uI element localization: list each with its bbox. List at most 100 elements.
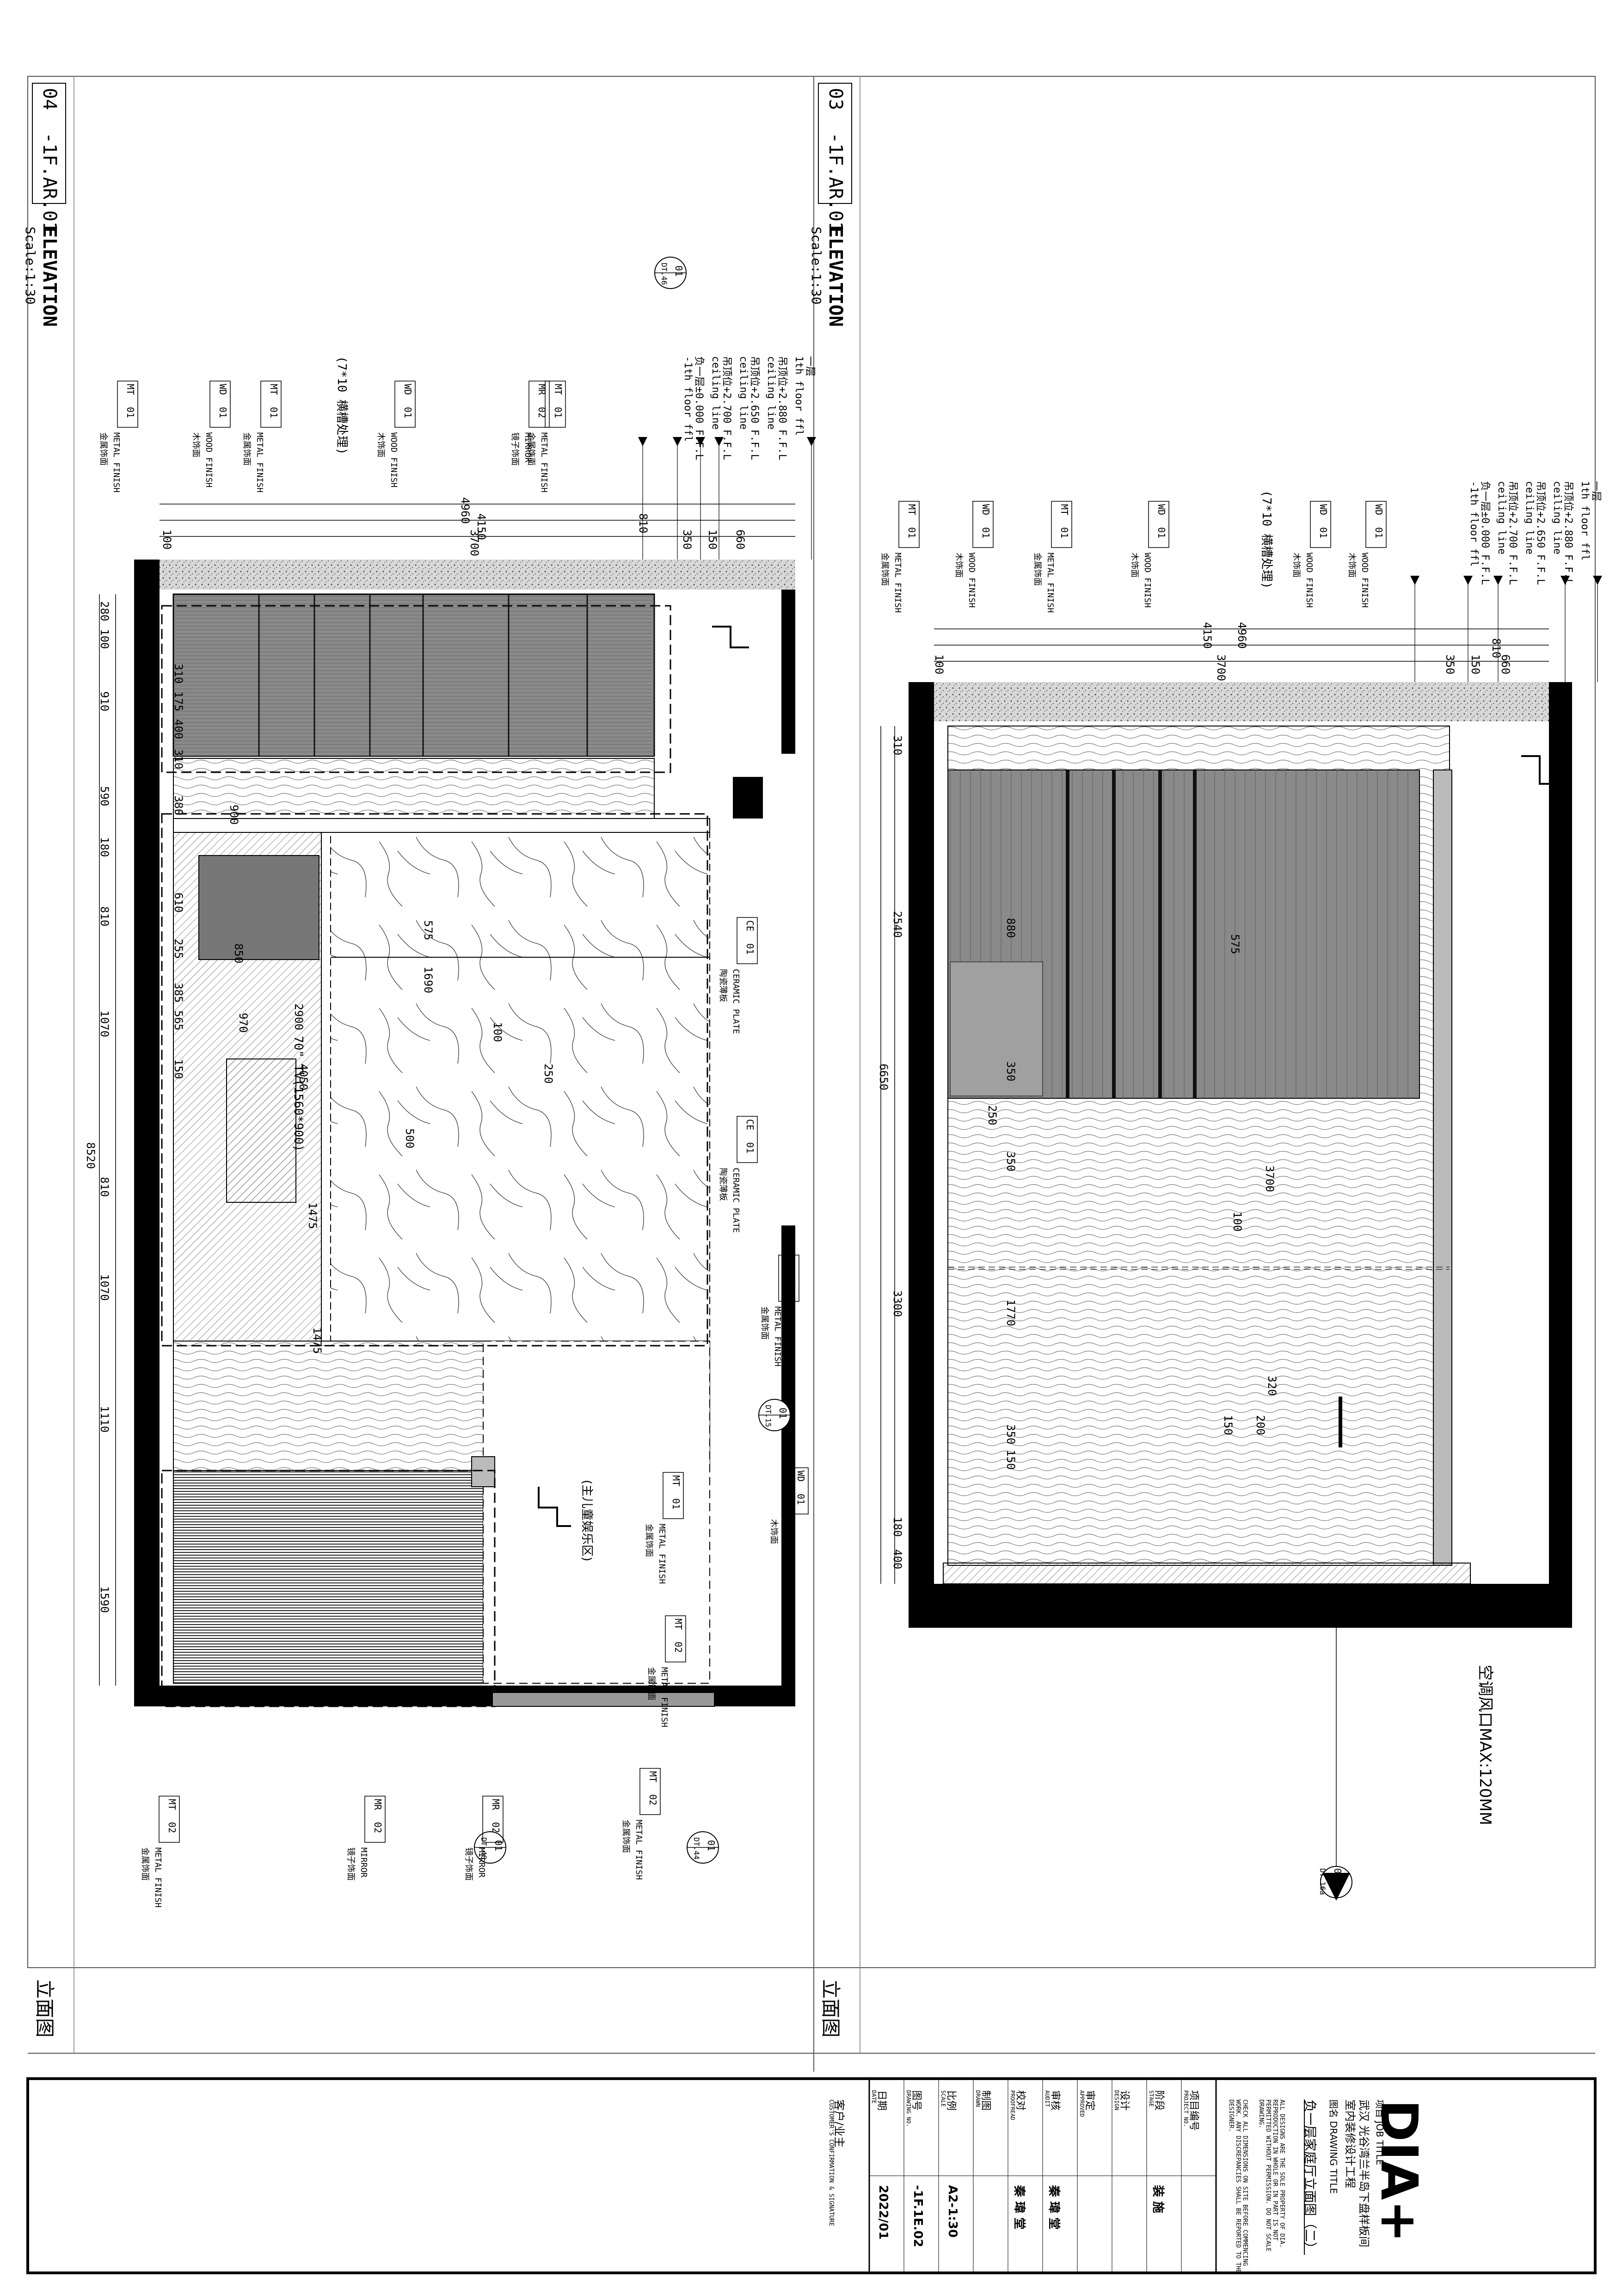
material-tag-en: METAL FINISH [773,1306,782,1367]
panel03-scale: Scale:1:30 [809,227,824,305]
material-tag-cn: 陶瓷薄板 [718,969,728,1002]
material-tag-num: 01 [1156,527,1167,539]
material-tag-box [665,1615,686,1662]
material-tag-code: MT [786,1258,797,1269]
material-tag-num: 02 [673,1642,684,1653]
p04-ceiling-step [712,626,749,648]
p04-top-dim: 810 [637,513,650,534]
p03-top-dim: 660 [1499,654,1512,675]
p04-inner-dim: 255 [172,939,185,959]
p04-top-dim: 100 [160,529,173,550]
drawing-label-cn: 图名 [1328,2099,1339,2118]
project-label-en: JOB TITLE [1374,2121,1385,2166]
level-label: -1th floor ffl [682,356,694,442]
material-tag-cn: 金属饰面 [140,1847,150,1881]
tb-field-label-en: APPROVED [1079,2090,1085,2117]
material-tag-en: METAL FINISH [657,1524,667,1584]
p03-side-dim: 3300 [891,1290,904,1317]
tb-field-label-en: AUDIT [1044,2090,1051,2107]
material-tag-code: WD [217,384,228,395]
p03-divider-bar [1193,770,1197,1098]
drawing-name: 负一层家庭厅立面图（二） [1303,2099,1318,2255]
panel04-ref: -1F.AR.01 [39,132,60,233]
p04-ceramic-panel [330,832,710,1342]
panel03-wood-note: (7*10 横槽处理) [1260,490,1273,589]
tb-field-label: 审核 [1049,2090,1061,2111]
p03-divider-bar [1158,770,1162,1098]
material-tag-code: CE [744,1119,756,1131]
p03-side-dim: 2540 [891,911,904,938]
panel04-tv-note: 70" TV(1560*900) [291,1036,305,1152]
p04-shelf [173,818,710,833]
material-tag-num: 02 [166,1822,178,1834]
tb-field-value: 装 施 [1151,2185,1165,2214]
client-label: 客户/业主 [833,2099,846,2148]
tb-field-label-en: SCALE [940,2090,946,2107]
p03-cabinet [950,961,1043,1096]
material-tag-en: METAL FINISH [893,553,903,613]
material-tag-num: 01 [125,407,136,419]
panel04-kids-note: (主儿童娱乐区) [580,1480,594,1562]
drawing-label: 图名 DRAWING TITLE [1327,2099,1341,2194]
material-tag-num: 02 [647,1794,658,1806]
p03-side-strip [1433,769,1452,1566]
disclaimer-1: ALL DESIGNS ARE THE SOLE PROPERTY OF DIA… [1258,2099,1285,2252]
p03-inner-dim: 1770 [1004,1299,1017,1326]
tb-field-label: 阶段 [1153,2090,1165,2111]
p04-callout-num: 01 [706,1840,717,1852]
p04-level-arrow [714,437,724,446]
project-subtitle: 室内装修设计工程 [1344,2099,1357,2188]
material-tag-code: WD [1156,504,1167,516]
material-tag-num: 01 [744,1142,756,1154]
p04-inner-dim: 100 [491,1022,504,1042]
material-tag-code: MT [553,384,564,395]
material-tag-cn: 镜子饰面 [346,1847,356,1881]
p04-callout-ref: DT.44 [692,1837,701,1860]
p03-level-arrow [1493,576,1503,585]
p04-dashed-center-outline [161,813,708,1347]
project-label-cn: 项目 [1374,2099,1385,2118]
material-tag-en: WOOD FINISH [1304,553,1314,608]
material-tag-box [117,381,138,428]
material-tag-code: CE [744,920,756,932]
p04-callout-ref: DT.15 [764,1405,773,1428]
material-tag-code: MT [670,1475,682,1487]
panel03-ref: -1F.AR.01 [825,132,846,233]
material-tag-en: METAL FINISH [255,432,264,493]
level-label: 吊顶位+2.650 F.F.L [749,356,760,460]
material-tag-code: WD [402,384,413,395]
panel04-footer: 立面图 [33,1979,56,2038]
p04-side-dim: 280 [98,601,111,622]
material-tag-en: METAL FINISH [153,1847,163,1908]
material-tag-cn: 金属饰面 [760,1306,769,1340]
p04-side-dim: 8520 [84,1142,97,1169]
tb-field-label-en: PROOFREAD [1009,2090,1016,2121]
p04-top-dim: 3700 [468,529,481,556]
p04-inner-dim: 970 [237,1013,250,1033]
p03-inner-dim: 350 [1004,1151,1017,1172]
p03-top-dim: 150 [1469,654,1482,675]
level-label: ceiling line [710,356,721,430]
level-label: 负一层±0.000 F.F.L [1479,481,1491,585]
level-label: ceiling line [1496,481,1507,554]
level-label: ceiling line [737,356,749,430]
panel04-scale: Scale:1:30 [23,227,38,305]
material-tag-en: CERAMIC PLATE [731,1168,741,1233]
p04-inner-dim: 175 [172,691,185,712]
p04-niche [198,855,319,960]
p04-inner-dim: 575 [422,920,435,941]
p04-callout-num: 01 [777,1408,788,1419]
material-tag-num: 01 [1373,527,1384,539]
p04-callout-num: 01 [493,1840,504,1852]
tb-field-label: 日期 [876,2090,887,2111]
material-tag-code: MT [647,1771,658,1783]
p03-slab [934,682,1549,721]
material-tag-box [1310,501,1331,548]
material-tag-en: WOOD FINISH [204,432,214,488]
p04-slab [160,560,795,590]
panel03-footer: 立面图 [819,1979,842,2038]
p04-side-dim: 590 [98,786,111,806]
level-label: 1th floor ffl [793,356,805,436]
material-tag-code: WD [1373,504,1384,516]
